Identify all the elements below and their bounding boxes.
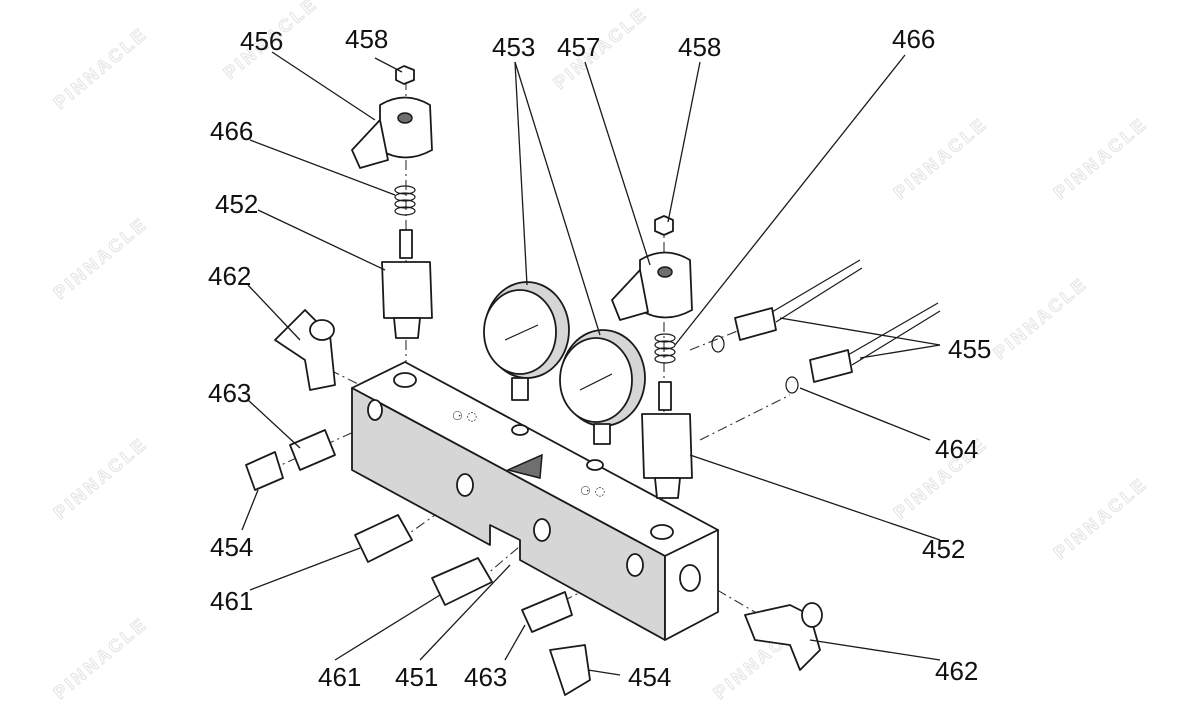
callout-453: 453 [492, 32, 535, 62]
probe-fitting-455-upper [734, 307, 777, 341]
callout-462: 462 [935, 656, 978, 686]
watermark-text: PINNACLE [50, 613, 152, 703]
handle-456 [379, 96, 433, 159]
callout-458: 458 [345, 24, 388, 54]
spring-466-left [394, 185, 416, 216]
nut-458-left [395, 65, 415, 85]
temperature-probes [711, 259, 941, 394]
adapter-463-bottom [521, 591, 573, 633]
valve-stem-452-right [658, 381, 672, 411]
callout-457: 457 [557, 32, 600, 62]
gauge-453-right [559, 337, 633, 423]
gauge-453-left [483, 289, 557, 375]
watermark-text: PINNACLE [50, 213, 152, 303]
pressure-gauges [483, 281, 646, 445]
callout-463: 463 [208, 378, 251, 408]
watermark-text: PINNACLE [990, 273, 1092, 363]
callout-labels: 456 458 453 457 458 466 466 452 462 455 … [208, 24, 991, 692]
callout-462: 462 [208, 261, 251, 291]
valve-body-452-right [641, 413, 693, 479]
fitting-454-bottom [549, 644, 591, 696]
nipple-461-upper [354, 514, 413, 563]
handle-symbol-icon: ⚆ ◌ [452, 409, 477, 423]
valve-stem-452-left [399, 229, 413, 259]
watermark-text: PINNACLE [890, 113, 992, 203]
handle-457 [639, 251, 693, 319]
callout-454: 454 [628, 662, 671, 692]
leader-lines [241, 51, 941, 676]
callout-458: 458 [678, 32, 721, 62]
fitting-454-left [245, 451, 284, 491]
nipple-461-lower [431, 557, 493, 606]
callout-452: 452 [922, 534, 965, 564]
manifold-body: ⚆ ◌ ⚆ ◌ [351, 361, 719, 641]
callout-456: 456 [240, 26, 283, 56]
small-fittings [245, 429, 591, 696]
watermark-text: PINNACLE [1050, 113, 1152, 203]
callout-466: 466 [210, 116, 253, 146]
callout-455: 455 [948, 334, 991, 364]
callout-463: 463 [464, 662, 507, 692]
probe-fitting-455-lower [809, 349, 853, 383]
valve-body-452-left [381, 261, 433, 319]
callout-466: 466 [892, 24, 935, 54]
watermark-text: PINNACLE [1050, 473, 1152, 563]
elbow-462-right [744, 604, 821, 671]
callout-461: 461 [318, 662, 361, 692]
o-ring-464-upper [711, 335, 725, 353]
callout-461: 461 [210, 586, 253, 616]
callout-452: 452 [215, 189, 258, 219]
callout-464: 464 [935, 434, 978, 464]
watermark-text: PINNACLE [50, 433, 152, 523]
callout-454: 454 [210, 532, 253, 562]
adapter-463-left [289, 429, 336, 471]
o-ring-464-lower [785, 376, 799, 394]
right-valve-stack [611, 215, 693, 499]
nut-458-right [654, 215, 674, 236]
left-valve-stack [351, 65, 433, 339]
handle-symbol-icon: ⚆ ◌ [580, 484, 605, 498]
callout-451: 451 [395, 662, 438, 692]
flow-arrow-icon [505, 453, 543, 479]
spring-466-right [654, 333, 676, 364]
watermark-text: PINNACLE [50, 23, 152, 113]
